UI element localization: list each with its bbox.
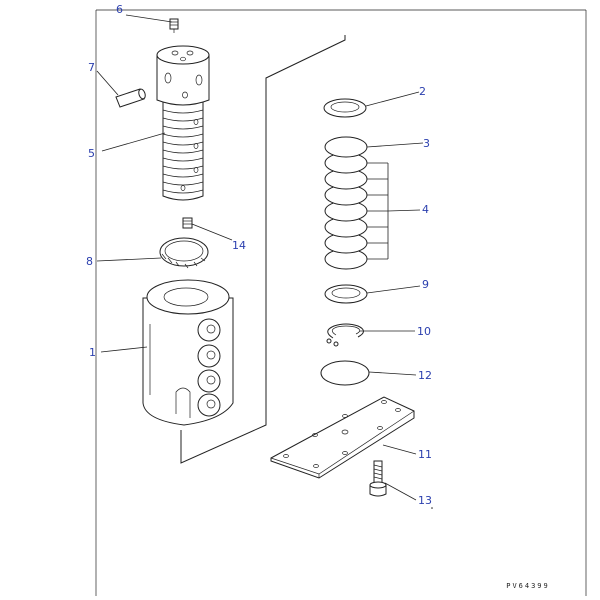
spool-icon [156, 45, 210, 201]
callout-12: 12 [418, 369, 432, 382]
snap-ring-icon [326, 323, 364, 347]
plug-small-icon [182, 217, 193, 229]
callout-3: 3 [423, 137, 430, 150]
bolt-icon [369, 460, 387, 497]
disc-icon [320, 360, 370, 386]
plate-icon [270, 396, 415, 479]
spool-lands [162, 109, 204, 194]
callouts: 6 7 5 8 1 14 2 3 4 9 10 12 11 13 [86, 3, 432, 507]
plug-icon [169, 18, 179, 33]
callout-14: 14 [232, 239, 246, 252]
assembly-bracket [180, 35, 346, 464]
disc-stack-icon [324, 136, 368, 270]
sheet-border [95, 9, 587, 596]
valve-body-ports [197, 318, 221, 417]
disc-stack-bracket [367, 162, 421, 260]
callout-6: 6 [116, 3, 123, 16]
callout-5: 5 [88, 147, 95, 160]
callout-7: 7 [88, 61, 95, 74]
seal-ring-icon [323, 98, 367, 118]
ring-icon [159, 237, 209, 269]
callout-11: 11 [418, 448, 432, 461]
pin-icon [115, 88, 146, 108]
plate-holes [283, 400, 401, 468]
callout-4: 4 [422, 203, 429, 216]
seal-ring-lower-icon [324, 284, 368, 304]
callout-8: 8 [86, 255, 93, 268]
callout-10: 10 [417, 325, 431, 338]
callout-1: 1 [89, 346, 96, 359]
stray-mark [431, 507, 433, 509]
callout-2: 2 [419, 85, 426, 98]
drawing-code: PV64399 [506, 582, 550, 590]
valve-body-icon [142, 279, 234, 426]
leader-lines [96, 14, 424, 501]
callout-9: 9 [422, 278, 429, 291]
callout-13: 13 [418, 494, 432, 507]
